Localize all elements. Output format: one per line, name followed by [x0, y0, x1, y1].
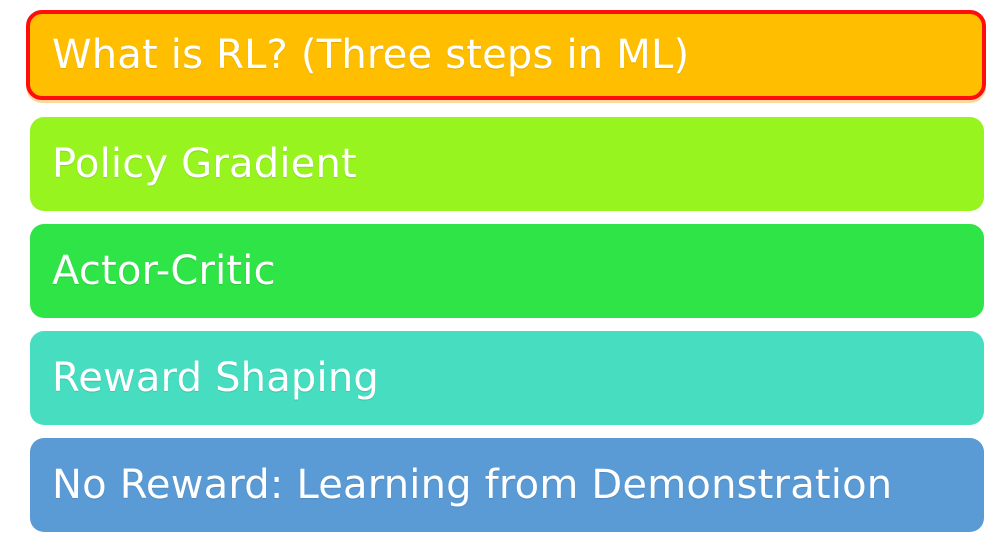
outline-item-actor-critic[interactable]: Actor-Critic: [30, 224, 984, 318]
outline-item-label: What is RL? (Three steps in ML): [52, 32, 690, 78]
outline-item-label: Policy Gradient: [52, 141, 357, 187]
outline-item-label: Reward Shaping: [52, 355, 379, 401]
outline-item-what-is-rl[interactable]: What is RL? (Three steps in ML): [26, 10, 986, 100]
outline-item-label: Actor-Critic: [52, 248, 276, 294]
outline-item-learning-from-demonstration[interactable]: No Reward: Learning from Demonstration: [30, 438, 984, 532]
outline-item-policy-gradient[interactable]: Policy Gradient: [30, 117, 984, 211]
outline-item-label: No Reward: Learning from Demonstration: [52, 462, 893, 508]
outline-item-reward-shaping[interactable]: Reward Shaping: [30, 331, 984, 425]
